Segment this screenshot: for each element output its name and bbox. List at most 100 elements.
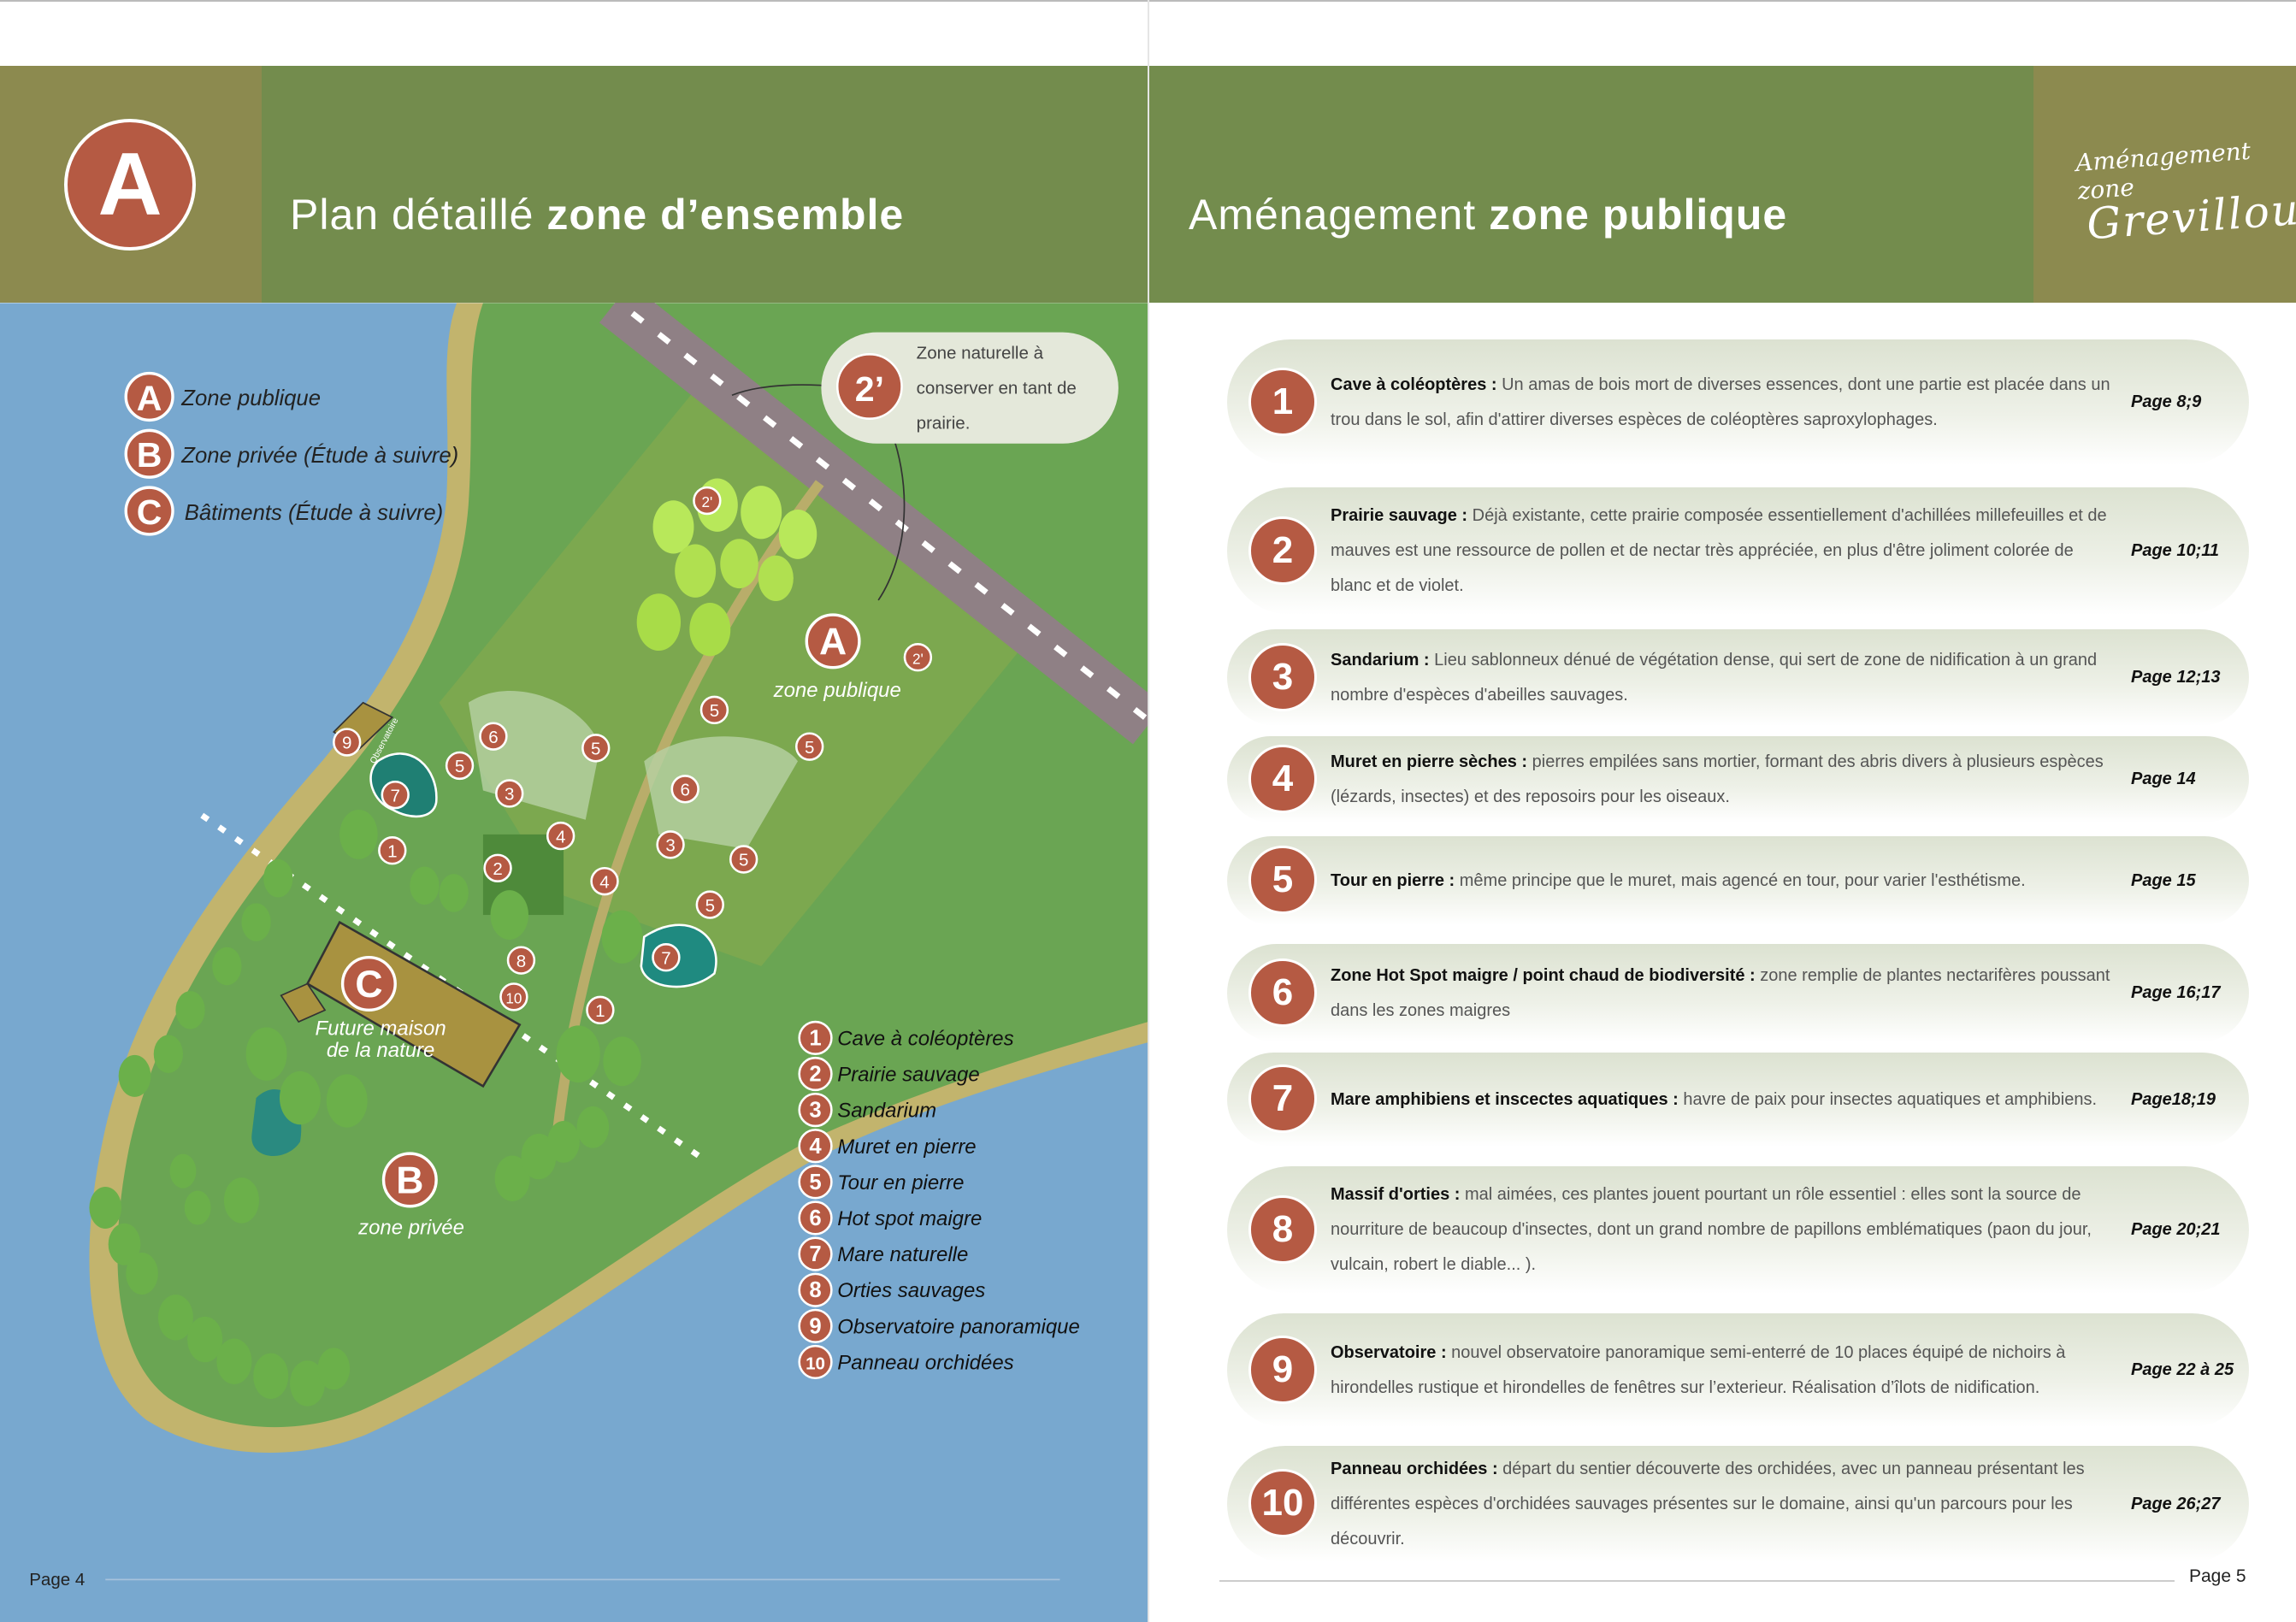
- tree: [245, 1027, 287, 1081]
- zone-a-marker[interactable]: A: [805, 613, 861, 669]
- zone-legend-letter: C: [137, 492, 162, 532]
- feature-title: Observatoire :: [1331, 1342, 1447, 1362]
- tree: [556, 1025, 600, 1083]
- map-marker-label: 3: [505, 785, 514, 805]
- feature-legend-num: 10: [806, 1354, 825, 1373]
- map-marker[interactable]: 1: [378, 836, 407, 865]
- map-marker[interactable]: 6: [670, 775, 699, 804]
- feature-page-ref[interactable]: Page 16;17: [2131, 983, 2221, 1002]
- feature-card: 7 Mare amphibiens et inscectes aquatique…: [1227, 1053, 2249, 1147]
- feature-page-ref[interactable]: Page 26;27: [2131, 1494, 2221, 1513]
- zone-b-marker[interactable]: B: [381, 1152, 438, 1208]
- feature-legend-num: 4: [809, 1135, 822, 1159]
- feature-card: 6 Zone Hot Spot maigre / point chaud de …: [1227, 944, 2249, 1042]
- map-marker-label: 6: [680, 781, 689, 800]
- tree: [169, 1153, 197, 1188]
- map-marker[interactable]: 4: [590, 866, 619, 896]
- tree: [126, 1253, 158, 1295]
- feature-page-ref[interactable]: Page 14: [2131, 770, 2196, 788]
- feature-legend-label: Panneau orchidées: [837, 1351, 1013, 1374]
- feature-legend-num: 3: [809, 1099, 821, 1123]
- feature-page-ref[interactable]: Page 22 à 25: [2131, 1360, 2234, 1379]
- tree: [547, 1120, 580, 1163]
- tree: [153, 1035, 183, 1073]
- map-marker[interactable]: 10: [499, 982, 528, 1012]
- zone-legend-letter: A: [137, 378, 162, 417]
- feature-text: pierres empilées sans mortier, formant d…: [1331, 752, 2104, 806]
- feature-title: Massif d'orties :: [1331, 1185, 1461, 1204]
- feature-page-ref[interactable]: Page 10;11: [2131, 541, 2220, 560]
- tree: [778, 509, 817, 559]
- map-marker[interactable]: 4: [546, 821, 575, 851]
- zone-legend-letter: B: [137, 435, 162, 475]
- feature-legend-item: 10 Panneau orchidées: [798, 1344, 1014, 1380]
- callout-zone-naturelle: 2’ Zone naturelle à conserver en tant de…: [731, 332, 1118, 601]
- tree: [576, 1106, 610, 1148]
- tree: [439, 874, 469, 912]
- feature-text: mal aimées, ces plantes jouent pourtant …: [1331, 1185, 2092, 1274]
- map-marker[interactable]: 5: [445, 751, 475, 781]
- map-marker[interactable]: 5: [581, 734, 611, 763]
- map-marker[interactable]: 7: [652, 943, 681, 972]
- feature-number-badge: 9: [1248, 1335, 1317, 1404]
- feature-description: Cave à coléoptères : Un amas de bois mor…: [1331, 368, 2117, 438]
- map-marker[interactable]: 1: [586, 995, 615, 1025]
- tree: [410, 866, 440, 905]
- road: [599, 283, 1148, 745]
- feature-text: Lieu sablonneux dénué de végétation dens…: [1331, 650, 2098, 705]
- feature-page-ref[interactable]: Page 8;9: [2131, 392, 2202, 411]
- tree: [601, 910, 643, 964]
- map-marker[interactable]: 3: [495, 779, 524, 808]
- callout-line: prairie.: [917, 414, 971, 434]
- map-marker-label: 7: [661, 948, 670, 968]
- feature-legend-num: 5: [809, 1171, 821, 1194]
- map-marker[interactable]: 5: [699, 695, 729, 725]
- map-marker[interactable]: 6: [479, 722, 508, 751]
- feature-title: Muret en pierre sèches :: [1331, 752, 1528, 771]
- label-maison-line1: Future maison: [316, 1017, 446, 1040]
- map-marker[interactable]: 2': [903, 643, 933, 672]
- title-light: Plan détaillé: [290, 191, 547, 239]
- feature-page-ref[interactable]: Page 15: [2131, 870, 2196, 890]
- map-marker[interactable]: 2': [693, 486, 722, 516]
- zone-b-letter: B: [396, 1159, 423, 1201]
- feature-number-badge: 5: [1248, 846, 1317, 914]
- feature-description: Mare amphibiens et inscectes aquatiques …: [1331, 1082, 2117, 1118]
- map-marker-label: 2': [912, 651, 924, 667]
- map-marker-label: 5: [455, 757, 464, 776]
- map-marker[interactable]: 5: [794, 732, 824, 761]
- map-marker[interactable]: 7: [381, 780, 410, 810]
- zone-c-marker[interactable]: C: [340, 955, 397, 1012]
- feature-number-badge: 4: [1248, 744, 1317, 813]
- feature-legend-label: Sandarium: [837, 1100, 936, 1123]
- feature-number-badge: 10: [1248, 1469, 1317, 1537]
- feature-page-ref[interactable]: Page 12;13: [2131, 668, 2221, 687]
- tree: [89, 1186, 122, 1229]
- feature-text: Déjà existante, cette prairie composée e…: [1331, 506, 2107, 595]
- zone-c-letter: C: [355, 964, 382, 1006]
- map-marker[interactable]: 5: [729, 845, 758, 874]
- map-marker-label: 10: [505, 991, 522, 1007]
- feature-text: zone remplie de plantes nectarifères pou…: [1331, 965, 2110, 1020]
- tree: [636, 593, 682, 652]
- left-page-title: Plan détaillé zone d’ensemble: [290, 190, 904, 239]
- feature-title: Zone Hot Spot maigre / point chaud de bi…: [1331, 965, 1756, 985]
- map-marker[interactable]: 2: [483, 853, 512, 882]
- map-marker[interactable]: 3: [656, 830, 685, 859]
- map-marker[interactable]: 5: [695, 890, 724, 919]
- feature-description: Massif d'orties : mal aimées, ces plante…: [1331, 1177, 2117, 1283]
- map-marker[interactable]: 9: [333, 728, 362, 757]
- feature-page-ref[interactable]: Page18;19: [2131, 1089, 2216, 1109]
- map-marker-label: 5: [739, 851, 748, 870]
- feature-number-badge: 1: [1248, 367, 1317, 436]
- label-zone-privee: zone privée: [357, 1216, 464, 1239]
- feature-page-ref[interactable]: Page 20;21: [2131, 1220, 2221, 1239]
- map-marker[interactable]: 8: [506, 946, 536, 975]
- map-marker-label: 4: [599, 872, 609, 892]
- tree: [263, 858, 293, 898]
